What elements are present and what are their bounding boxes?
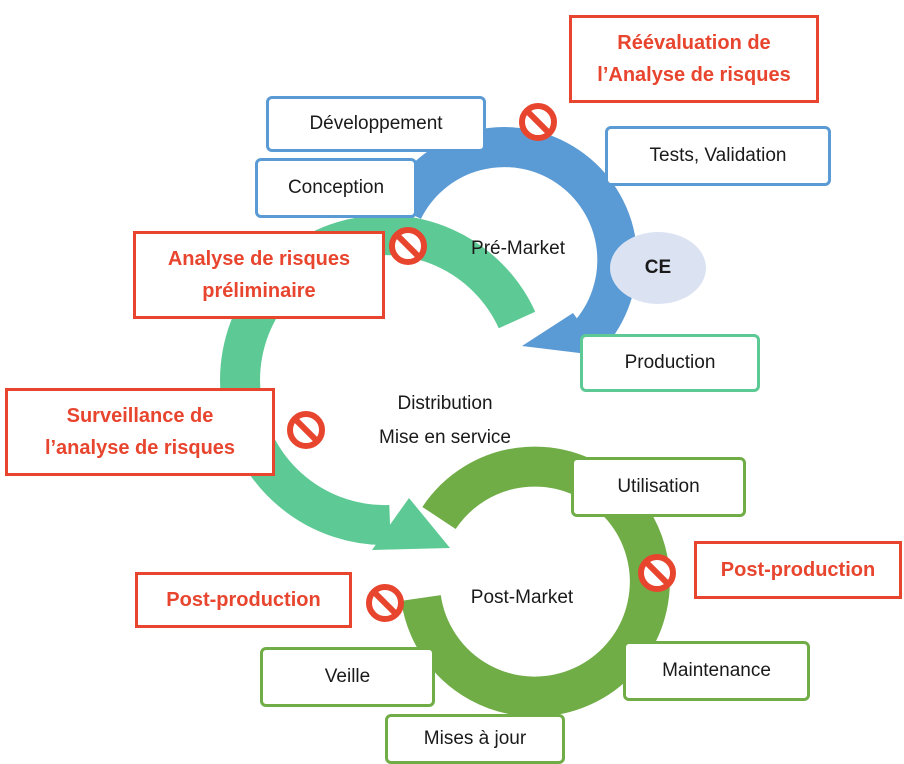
activity-utilisation: Utilisation [571, 457, 746, 517]
activity-veille: Veille [260, 647, 435, 707]
risk-box-preliminaire-line2: préliminaire [202, 280, 316, 302]
risk-box-post-production-left: Post-production [135, 572, 352, 628]
prohibited-icon [637, 553, 677, 593]
post-market-cycle-arrow [401, 446, 670, 717]
risk-box-reevaluation-line1: Réévaluation de [617, 32, 771, 54]
risk-box-post-production-right: Post-production [694, 541, 902, 599]
prohibited-icon [286, 410, 326, 450]
post-market-label: Post-Market [470, 587, 574, 608]
risk-box-reevaluation: Réévaluation de l’Analyse de risques [569, 15, 819, 103]
risk-box-reevaluation-line2: l’Analyse de risques [597, 64, 791, 86]
activity-developpement: Développement [266, 96, 486, 152]
activity-tests-validation: Tests, Validation [605, 126, 831, 186]
risk-box-surveillance: Surveillance de l’analyse de risques [5, 388, 275, 476]
prohibited-icon [388, 226, 428, 266]
risk-box-preliminaire: Analyse de risques préliminaire [133, 231, 385, 319]
ce-marking: CE [610, 232, 706, 304]
activity-production: Production [580, 334, 760, 392]
distribution-arrowhead [372, 498, 450, 550]
activity-mises-a-jour: Mises à jour [385, 714, 565, 764]
prohibited-icon [518, 102, 558, 142]
risk-box-surveillance-line1: Surveillance de [66, 405, 214, 427]
distribution-label: Distribution [397, 393, 493, 414]
activity-conception: Conception [255, 158, 417, 218]
activity-maintenance: Maintenance [623, 641, 810, 701]
pre-market-label: Pré-Market [471, 238, 565, 259]
mise-en-service-label: Mise en service [379, 427, 511, 448]
risk-box-surveillance-line2: l’analyse de risques [44, 437, 236, 459]
prohibited-icon [365, 583, 405, 623]
risk-box-preliminaire-line1: Analyse de risques [167, 248, 351, 270]
